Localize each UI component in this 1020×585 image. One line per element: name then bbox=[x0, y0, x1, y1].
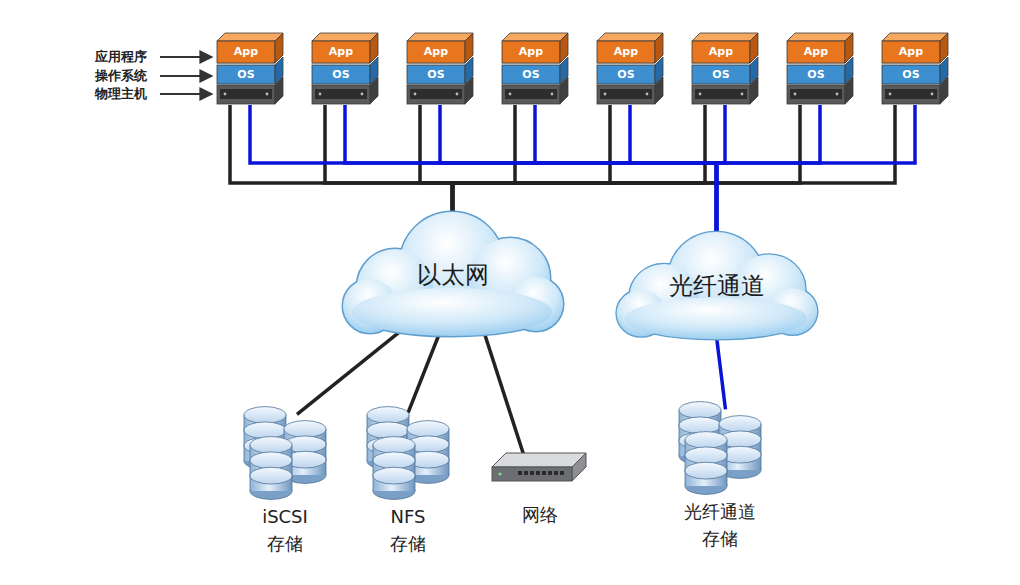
network-link bbox=[453, 105, 611, 212]
server-stack: AppOS bbox=[407, 33, 473, 105]
storage-array: 光纤通道 存储 bbox=[665, 400, 775, 556]
network-cloud: 以太网 bbox=[340, 212, 565, 337]
network-link bbox=[484, 332, 524, 457]
os-layer-label: OS bbox=[312, 68, 370, 82]
network-link bbox=[345, 105, 717, 232]
network-link bbox=[717, 105, 821, 232]
server-stack: AppOS bbox=[692, 33, 758, 105]
network-link bbox=[230, 105, 453, 212]
app-layer-label: App bbox=[882, 45, 940, 59]
network-link bbox=[535, 105, 717, 232]
leader-arrow bbox=[160, 93, 212, 95]
app-layer-label: App bbox=[502, 45, 560, 59]
layer-label: 操作系统 bbox=[95, 68, 147, 84]
app-layer-label: App bbox=[692, 45, 750, 59]
label-wrap: iSCSI 存储 bbox=[235, 503, 335, 557]
leader-arrows bbox=[160, 57, 212, 94]
server-stack: AppOS bbox=[217, 33, 283, 105]
leader-arrow bbox=[160, 75, 212, 77]
network-link bbox=[453, 105, 896, 212]
app-layer-label: App bbox=[407, 45, 465, 59]
storage-array: NFS 存储 bbox=[358, 405, 458, 561]
app-layer-label: App bbox=[217, 45, 275, 59]
os-layer-label: OS bbox=[597, 68, 655, 82]
switch-label: 网络 bbox=[522, 501, 558, 528]
server-stack: AppOS bbox=[502, 33, 568, 105]
network-link bbox=[297, 331, 401, 415]
label-wrap: 光纤通道 存储 bbox=[665, 498, 775, 552]
network-link bbox=[453, 105, 706, 212]
layer-label: 应用程序 bbox=[95, 49, 147, 65]
network-link bbox=[420, 105, 453, 212]
app-layer-label: App bbox=[787, 45, 845, 59]
network-switch: 网络 bbox=[488, 443, 592, 543]
network-link bbox=[440, 105, 717, 232]
network-link bbox=[717, 337, 726, 410]
cloud-label: 光纤通道 bbox=[614, 232, 819, 340]
leader-arrow bbox=[160, 56, 212, 58]
storage-label: iSCSI 存储 bbox=[262, 503, 308, 557]
app-layer-label: App bbox=[312, 45, 370, 59]
network-link bbox=[453, 105, 801, 212]
network-link bbox=[408, 335, 439, 413]
server-stack: AppOS bbox=[597, 33, 663, 105]
os-layer-label: OS bbox=[217, 68, 275, 82]
storage-array: iSCSI 存储 bbox=[235, 405, 335, 561]
server-stack: AppOS bbox=[787, 33, 853, 105]
storage-label: 光纤通道 存储 bbox=[684, 498, 756, 552]
network-link bbox=[453, 105, 516, 212]
layer-label: 物理主机 bbox=[95, 86, 147, 102]
network-link bbox=[630, 105, 717, 232]
network-link bbox=[717, 105, 916, 232]
os-layer-label: OS bbox=[407, 68, 465, 82]
storage-label: NFS 存储 bbox=[390, 503, 426, 557]
os-layer-label: OS bbox=[692, 68, 750, 82]
cloud-label: 以太网 bbox=[340, 212, 565, 337]
network-cloud: 光纤通道 bbox=[614, 232, 819, 340]
os-layer-label: OS bbox=[502, 68, 560, 82]
server-stack: AppOS bbox=[312, 33, 378, 105]
app-layer-label: App bbox=[597, 45, 655, 59]
os-layer-label: OS bbox=[787, 68, 845, 82]
label-wrap: NFS 存储 bbox=[358, 503, 458, 557]
server-stack: AppOS bbox=[882, 33, 948, 105]
network-link bbox=[250, 105, 717, 232]
label-wrap: 网络 bbox=[488, 501, 592, 528]
os-layer-label: OS bbox=[882, 68, 940, 82]
